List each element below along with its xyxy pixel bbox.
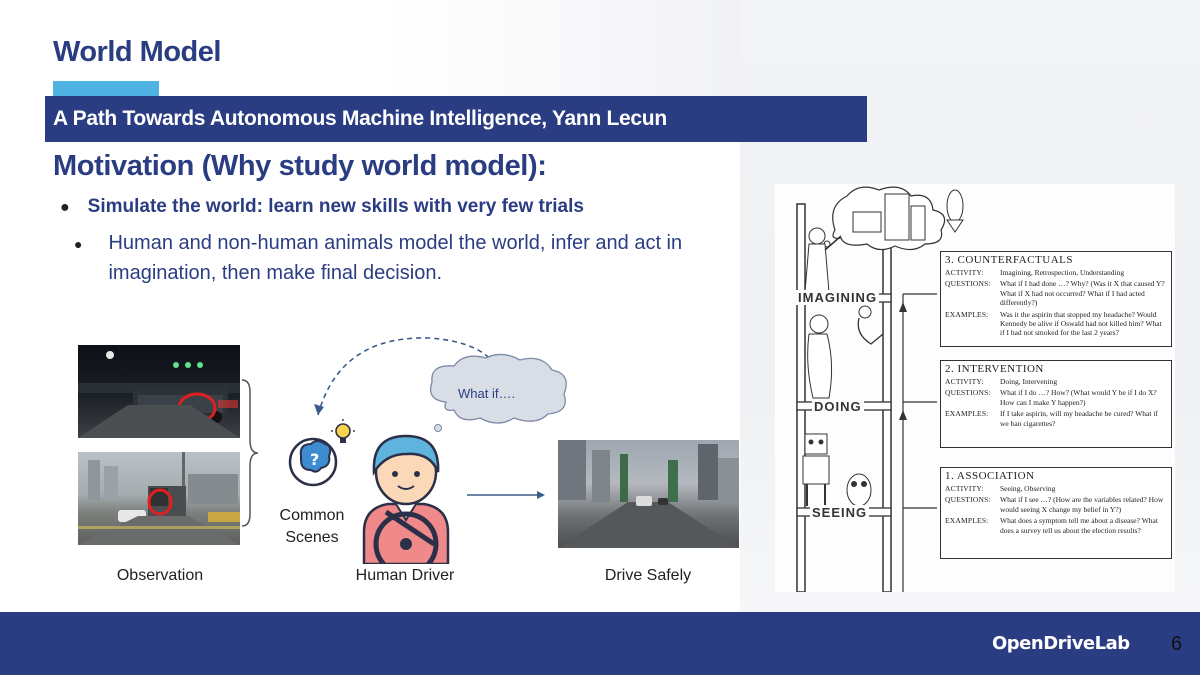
box-title: 1. ASSOCIATION: [945, 470, 1035, 482]
bullet-level1: ● Simulate the world: learn new skills w…: [60, 196, 584, 218]
human-driver-icon: [362, 434, 450, 564]
questions-value: What if I had done …? Why? (Was it X tha…: [1000, 279, 1165, 308]
common-scenes-label: Common Scenes: [279, 507, 345, 546]
intervention-box: 2. INTERVENTION ACTIVITY: Doing, Interven…: [940, 360, 1172, 448]
thought-bubble-text: What if….: [458, 386, 516, 401]
bullet-level2-text: Human and non-human animals model the wo…: [108, 232, 683, 284]
activity-value: Doing, Intervening: [1000, 377, 1058, 386]
page-number: 6: [1171, 633, 1183, 655]
thinking-brain-icon: ?: [288, 419, 355, 487]
examples-key: EXAMPLES:: [945, 309, 989, 319]
association-box: 1. ASSOCIATION ACTIVITY: Seeing, Observin…: [940, 467, 1172, 559]
bullet-dot-icon: ●: [74, 236, 83, 252]
human-driver-label: Human Driver: [355, 567, 455, 584]
activity-key: ACTIVITY:: [945, 268, 984, 277]
subtitle-bar: A Path Towards Autonomous Machine Intell…: [45, 96, 867, 142]
footer-bar: [0, 612, 1200, 675]
ladder-illustration: [796, 186, 964, 592]
rung-label-seeing: SEEING: [810, 505, 870, 520]
rung-label-imagining: IMAGINING: [796, 290, 880, 305]
rung-label-doing: DOING: [812, 399, 864, 414]
examples-value: If I take aspirin, will my headache be c…: [1000, 409, 1158, 428]
bullet-dot-icon: ●: [60, 199, 70, 216]
title-accent-bar: [53, 81, 159, 96]
examples-value: What does a symptom tell me about a dise…: [1000, 516, 1158, 535]
right-arrow-icon: [467, 491, 545, 499]
activity-value: Imagining, Retrospection, Understanding: [1000, 268, 1125, 277]
subtitle-text: A Path Towards Autonomous Machine Intell…: [53, 107, 667, 130]
activity-key: ACTIVITY:: [945, 377, 984, 386]
section-heading: Motivation (Why study world model):: [53, 150, 547, 182]
examples-key: EXAMPLES:: [945, 409, 989, 419]
activity-key: ACTIVITY:: [945, 484, 984, 493]
activity-value: Seeing, Observing: [1000, 484, 1056, 493]
bullet-level2: ● Human and non-human animals model the …: [74, 228, 754, 288]
svg-text:?: ?: [310, 450, 319, 469]
box-title: 2. INTERVENTION: [945, 363, 1044, 375]
thought-cloud: [429, 353, 567, 432]
bullet-level1-text: Simulate the world: learn new skills wit…: [87, 196, 584, 217]
drive-safely-photo: [558, 440, 739, 548]
questions-key: QUESTIONS:: [945, 279, 991, 289]
counterfactuals-box: 3. COUNTERFACTUALS ACTIVITY: Imagining, R…: [940, 251, 1172, 347]
brace-icon: [241, 379, 259, 527]
observation-night-photo: [78, 345, 240, 438]
questions-value: What if I do …? How? (What would Y be if…: [1000, 388, 1157, 407]
questions-key: QUESTIONS:: [945, 388, 991, 398]
questions-value: What if I see …? (How are the variables …: [1000, 495, 1164, 514]
observation-label: Observation: [116, 567, 204, 584]
box-title: 3. COUNTERFACTUALS: [945, 254, 1073, 266]
observation-day-photo: [78, 452, 240, 545]
page-title: World Model: [53, 36, 221, 68]
drive-safely-label: Drive Safely: [604, 567, 692, 584]
opendrivelab-logo: OpenDriveLab: [992, 633, 1130, 654]
questions-key: QUESTIONS:: [945, 495, 991, 505]
examples-value: Was it the aspirin that stopped my heada…: [1000, 309, 1162, 338]
examples-key: EXAMPLES:: [945, 516, 989, 526]
